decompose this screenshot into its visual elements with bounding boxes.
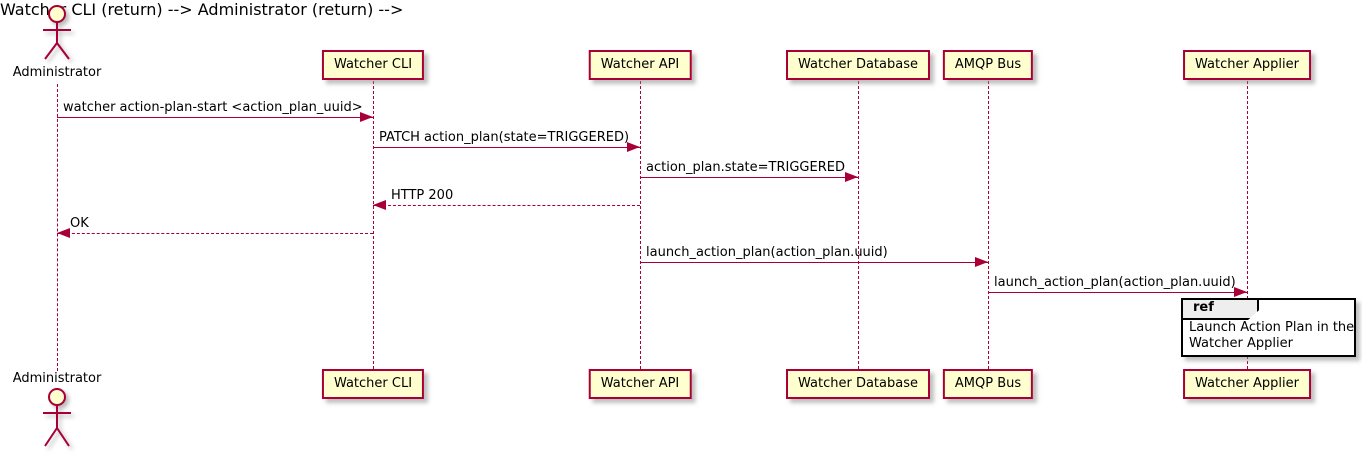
message-7-arrowhead-icon (1234, 287, 1247, 297)
message-4-arrowhead-icon (373, 200, 386, 210)
message-7-label: launch_action_plan(action_plan.uuid) (994, 275, 1236, 290)
message-5-line (57, 233, 373, 234)
participant-amqp-bus-top: AMQP Bus (942, 50, 1034, 80)
participant-watcher-database-top: Watcher Database (786, 50, 930, 80)
message-6-line (640, 262, 988, 263)
participant-watcher-api-top: Watcher API (588, 50, 692, 80)
message-7-line (988, 292, 1247, 293)
lifeline-watcher-cli (373, 81, 374, 369)
participant-watcher-api-bottom: Watcher API (588, 369, 692, 399)
participant-watcher-applier-top: Watcher Applier (1183, 50, 1311, 80)
ref-text: Launch Action Plan in the Watcher Applie… (1189, 320, 1354, 352)
message-6-arrowhead-icon (975, 257, 988, 267)
lifeline-administrator (57, 84, 58, 371)
message-6-label: launch_action_plan(action_plan.uuid) (646, 245, 888, 260)
participant-watcher-cli-top: Watcher CLI (321, 50, 425, 80)
participant-watcher-cli-bottom: Watcher CLI (321, 369, 425, 399)
ref-tag: ref (1181, 298, 1259, 320)
message-4-label: HTTP 200 (391, 188, 454, 203)
message-4-line (373, 205, 640, 206)
message-2-label: PATCH action_plan(state=TRIGGERED) (379, 130, 630, 145)
message-2-arrowhead-icon (627, 142, 640, 152)
message-3-label: action_plan.state=TRIGGERED (646, 160, 845, 175)
participant-watcher-database-bottom: Watcher Database (786, 369, 930, 399)
ref-fragment: ref Launch Action Plan in the Watcher Ap… (1181, 298, 1356, 357)
actor-label-top: Administrator (12, 65, 102, 80)
message-2-line (373, 147, 640, 148)
message-1-line (57, 117, 373, 118)
message-3-line (640, 177, 858, 178)
lifeline-watcher-api (640, 81, 641, 369)
message-1-arrowhead-icon (360, 112, 373, 122)
lifeline-amqp-bus (988, 81, 989, 369)
message-1-label: watcher action-plan-start <action_plan_u… (63, 100, 363, 115)
participant-amqp-bus-bottom: AMQP Bus (942, 369, 1034, 399)
ref-text-line2: Watcher Applier (1189, 336, 1293, 351)
ref-text-line1: Launch Action Plan in the (1189, 320, 1355, 335)
lifeline-watcher-database (858, 81, 859, 369)
lifeline-watcher-applier (1247, 81, 1248, 369)
actor-label-bottom: Administrator (12, 371, 102, 386)
actor-icon-bottom (43, 388, 71, 447)
message-5-label: OK (70, 216, 89, 231)
participant-watcher-applier-bottom: Watcher Applier (1183, 369, 1311, 399)
message-3-arrowhead-icon (845, 172, 858, 182)
actor-icon (43, 5, 71, 60)
message-5-arrowhead-icon (57, 228, 70, 238)
